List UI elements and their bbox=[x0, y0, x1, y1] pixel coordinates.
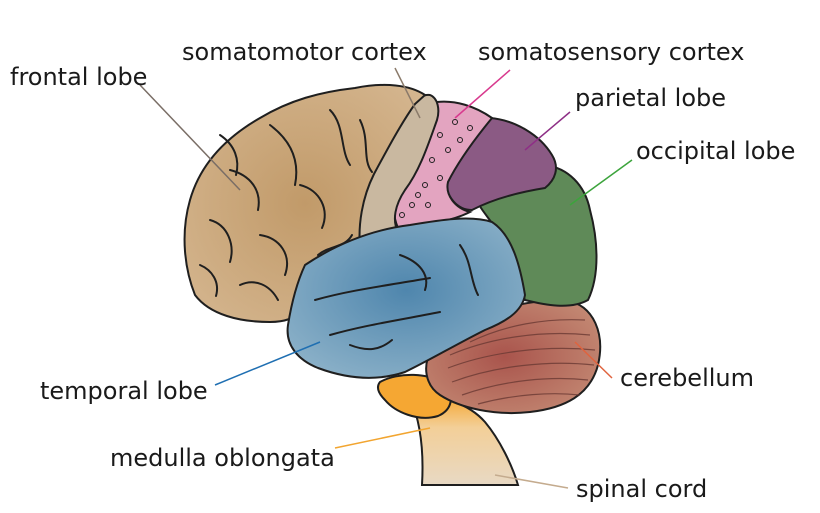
leader-lines bbox=[139, 67, 633, 489]
leader-somatomotor-cortex bbox=[394, 67, 421, 119]
label-occipital-lobe: occipital lobe bbox=[636, 137, 796, 165]
leader-medulla-oblongata bbox=[334, 427, 431, 449]
label-somatomotor-cortex: somatomotor cortex bbox=[182, 38, 427, 66]
label-frontal-lobe: frontal lobe bbox=[10, 63, 148, 91]
label-spinal-cord: spinal cord bbox=[576, 475, 708, 503]
cerebellum-folds bbox=[447, 319, 596, 405]
somatosensory-dots bbox=[399, 119, 473, 218]
label-medulla-oblongata: medulla oblongata bbox=[110, 444, 335, 472]
leader-somatosensory-cortex bbox=[454, 69, 511, 119]
leader-parietal-lobe bbox=[524, 111, 571, 151]
temporal-sulci bbox=[314, 244, 479, 351]
leader-spinal-cord bbox=[494, 474, 569, 489]
label-temporal-lobe: temporal lobe bbox=[40, 377, 208, 405]
leader-frontal-lobe bbox=[139, 84, 241, 191]
label-cerebellum: cerebellum bbox=[620, 364, 754, 392]
label-parietal-lobe: parietal lobe bbox=[575, 84, 727, 112]
leader-temporal-lobe bbox=[214, 341, 321, 386]
leader-occipital-lobe bbox=[569, 159, 633, 206]
leader-cerebellum bbox=[574, 341, 613, 379]
label-somatosensory-cortex: somatosensory cortex bbox=[478, 38, 745, 66]
